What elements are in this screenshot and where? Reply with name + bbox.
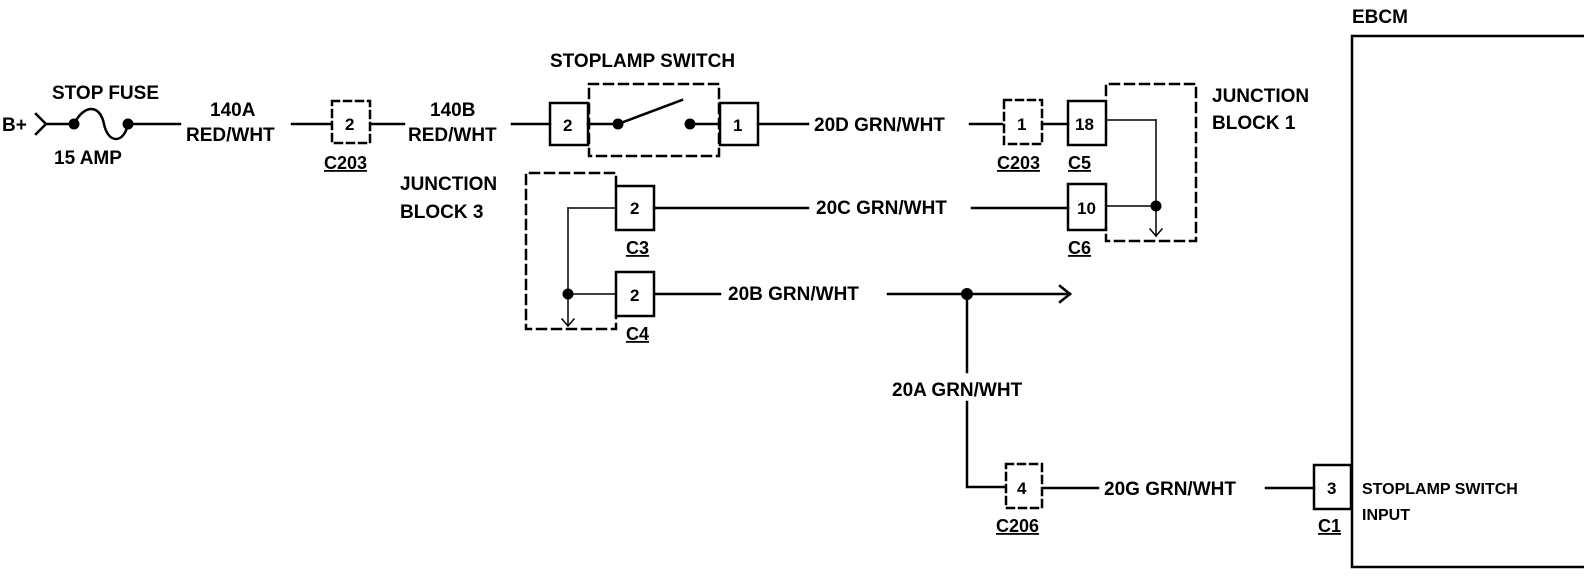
c4-label: C4 (626, 324, 649, 344)
wire-140b-circuit: 140B (430, 100, 475, 121)
fuse-terminal-right (122, 118, 134, 130)
c203-b-pin: 1 (1017, 115, 1026, 134)
c6-pin: 10 (1077, 199, 1096, 218)
stoplamp-switch-body (587, 82, 721, 158)
ebcm-module-outline (1350, 34, 1584, 569)
switch-contact (616, 98, 684, 126)
c4-pin: 2 (630, 286, 639, 305)
battery-label: B+ (2, 115, 27, 136)
connector-c203-b-box (1002, 98, 1044, 146)
switch-terminal-right (684, 118, 696, 130)
jb3-label-line2: BLOCK 3 (400, 202, 483, 223)
jb1-splice-dot (1150, 200, 1162, 212)
switch-pin-out: 1 (733, 116, 742, 135)
jb3-splice-dot (562, 288, 574, 300)
c206-pin: 4 (1017, 479, 1027, 498)
connector-c206-box (1004, 462, 1044, 510)
junction-block-1-outline (1104, 82, 1198, 243)
wire-140a-color: RED/WHT (186, 125, 275, 146)
c203-a-pin: 2 (345, 115, 354, 134)
c203-b-label: C203 (997, 153, 1040, 173)
wire-140b-color: RED/WHT (408, 125, 497, 146)
c3-label: C3 (626, 238, 649, 258)
c5-pin: 18 (1075, 115, 1094, 134)
wire-20c-label: 20C GRN/WHT (816, 198, 947, 219)
wire-20g-label: 20G GRN/WHT (1104, 479, 1236, 500)
jb1-label-line1: JUNCTION (1212, 86, 1309, 107)
jb3-label-line1: JUNCTION (400, 174, 497, 195)
stoplamp-switch-label: STOPLAMP SWITCH (550, 51, 735, 72)
stop-fuse-symbol (72, 107, 182, 141)
wire-20a-label: 20A GRN/WHT (892, 380, 1023, 401)
switch-pin-in: 2 (563, 116, 572, 135)
wire-20b-splice-dot (961, 288, 973, 300)
c206-label: C206 (996, 516, 1039, 536)
connector-c203-a-box (330, 99, 372, 145)
c203-a-label: C203 (324, 153, 367, 173)
c1-label: C1 (1318, 516, 1341, 536)
continuation-arrow (1058, 284, 1073, 304)
c5-label: C5 (1068, 153, 1091, 173)
connector-c5-box (1066, 99, 1108, 147)
fuse-terminal-left (68, 118, 80, 130)
battery-input-arrow (34, 112, 76, 136)
ebcm-label: EBCM (1352, 7, 1408, 28)
c6-label: C6 (1068, 238, 1091, 258)
wire-140a-circuit: 140A (210, 100, 256, 121)
junction-block-3-outline (524, 171, 618, 331)
fuse-name-label: STOP FUSE (52, 83, 159, 104)
wire-20b-label: 20B GRN/WHT (728, 284, 859, 305)
fuse-rating-label: 15 AMP (54, 148, 122, 169)
switch-terminal-left (612, 118, 624, 130)
wire-20d-label: 20D GRN/WHT (814, 115, 945, 136)
jb1-label-line2: BLOCK 1 (1212, 113, 1296, 134)
c3-pin: 2 (630, 199, 639, 218)
ebcm-input-line2: INPUT (1362, 507, 1410, 524)
ebcm-input-line1: STOPLAMP SWITCH (1362, 481, 1518, 498)
c1-pin: 3 (1327, 479, 1336, 498)
